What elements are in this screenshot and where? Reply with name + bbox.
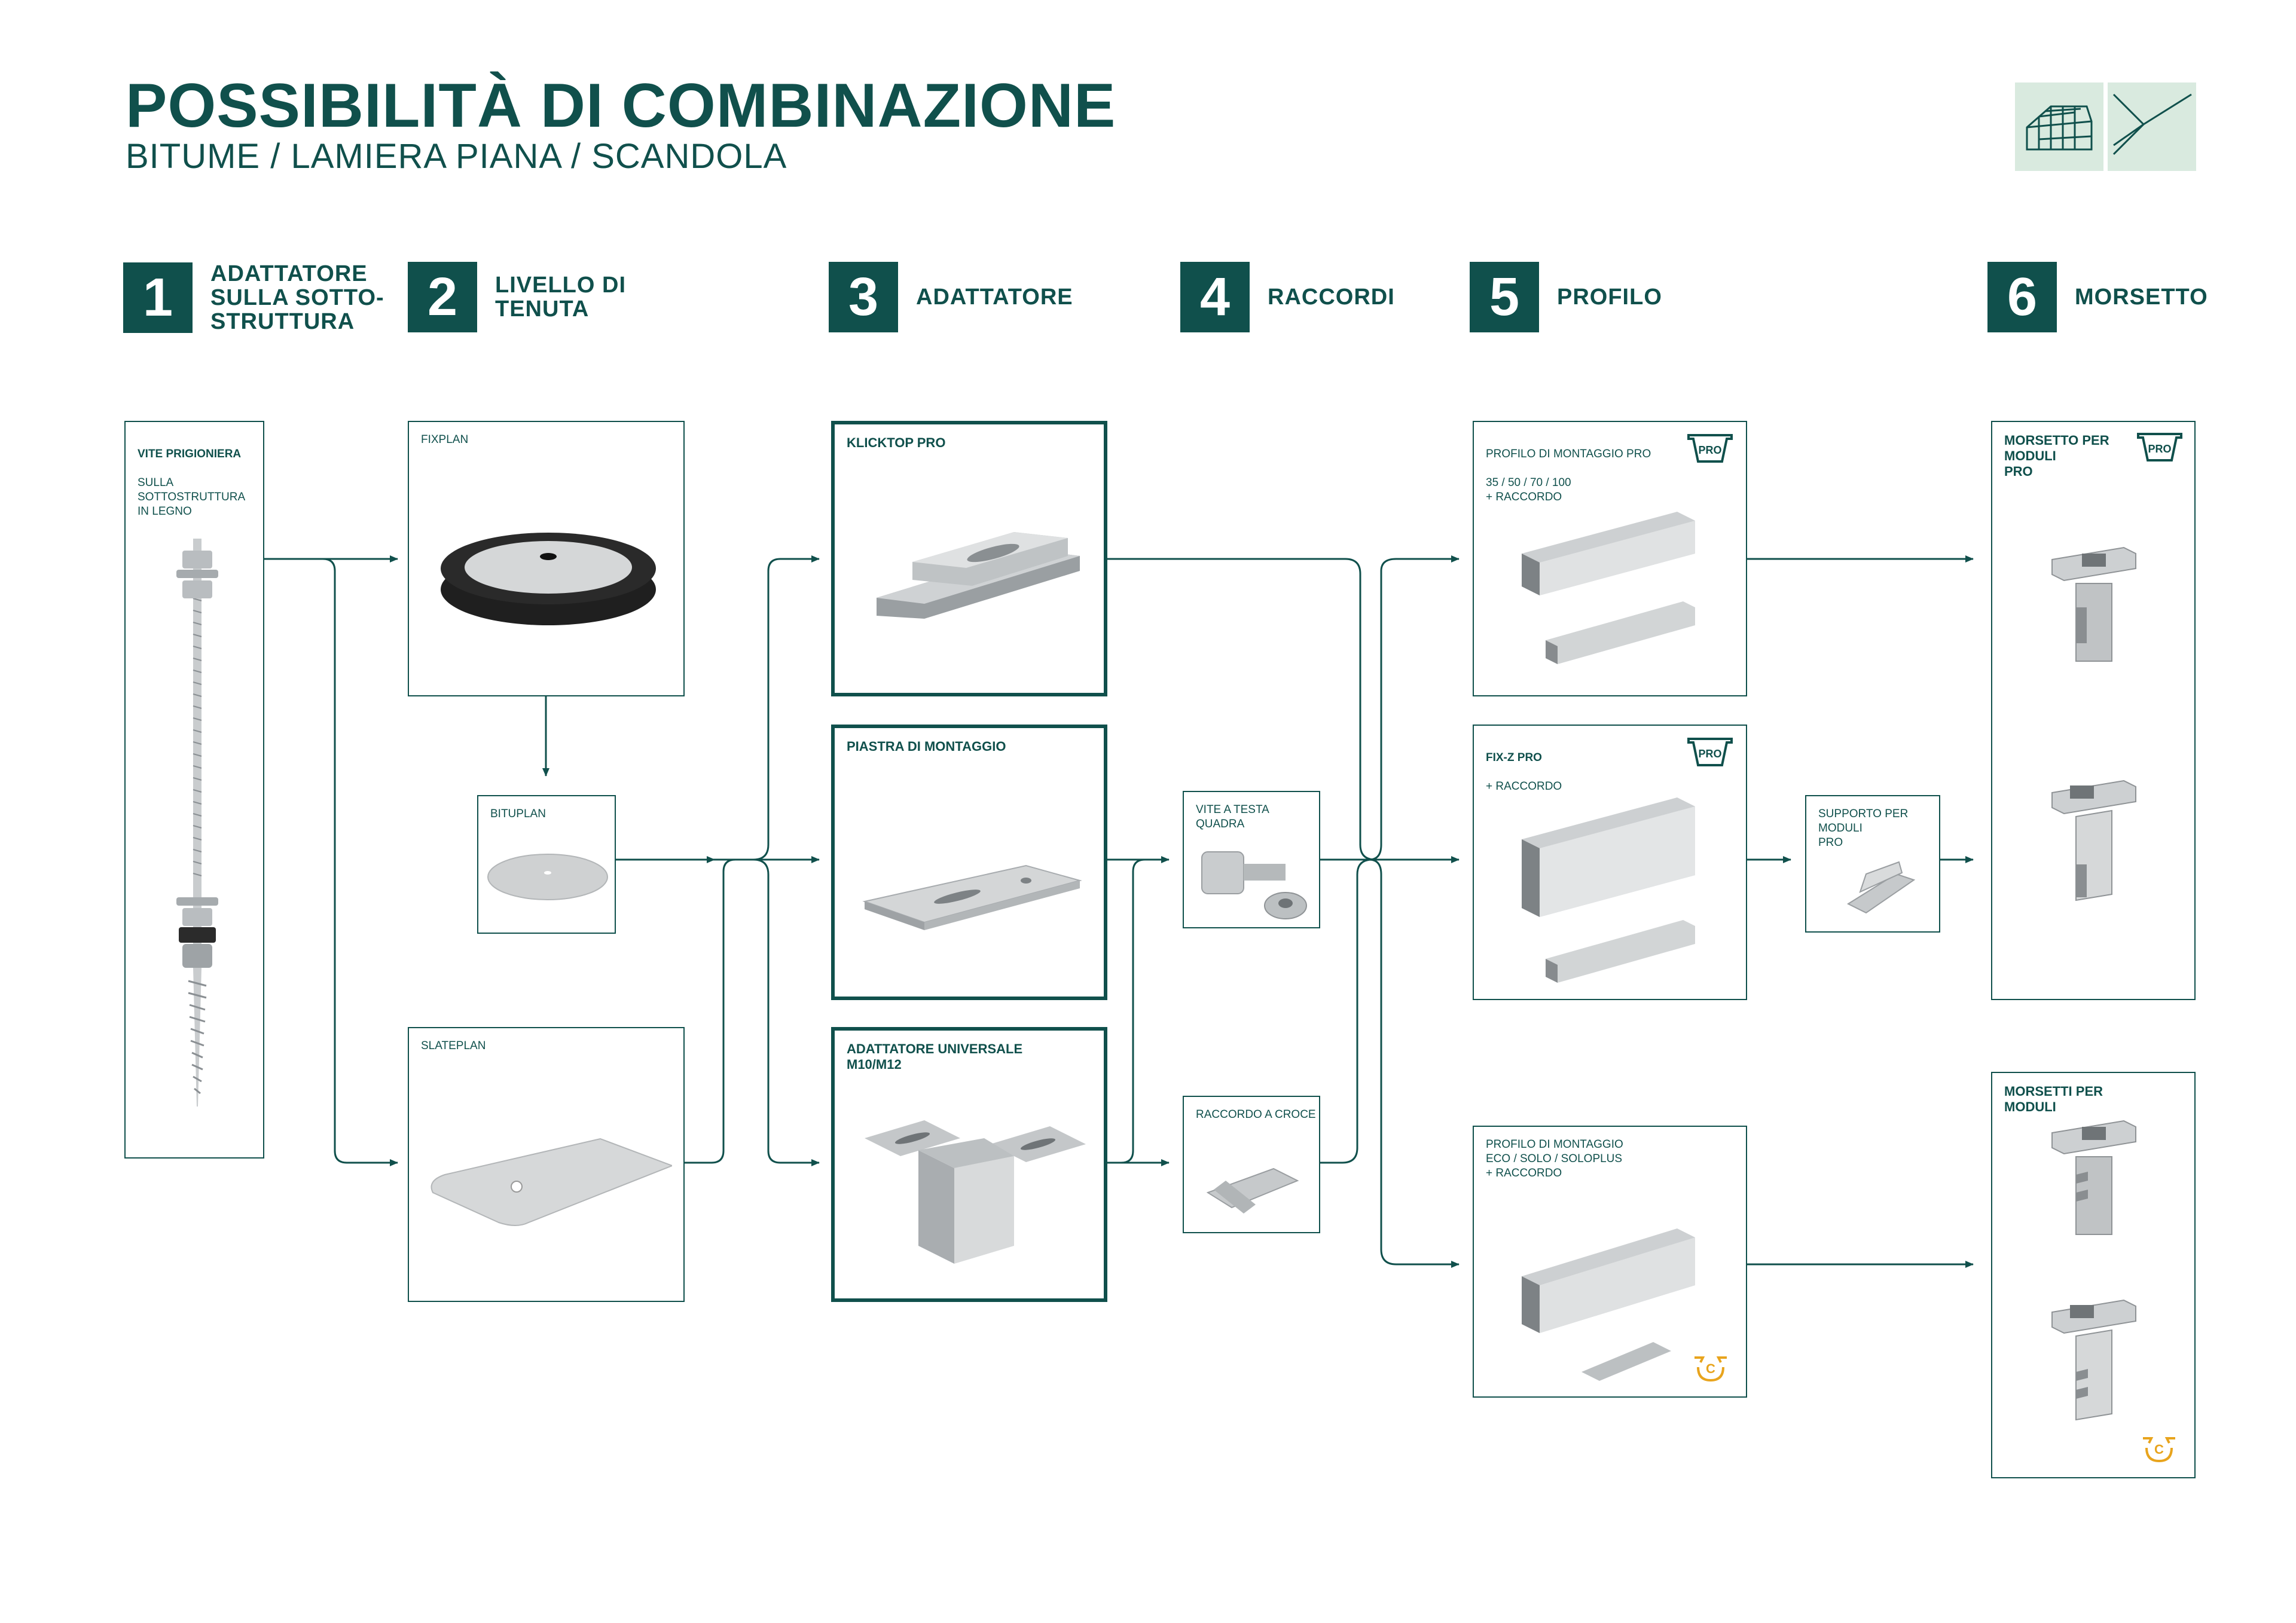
bituplan-card[interactable]: BITUPLAN [477,795,616,934]
c-badge-text: C [2154,1442,2164,1457]
slateplan-card[interactable]: SLATEPLAN [408,1027,685,1302]
card-title: VITE A TESTA QUADRA [1196,803,1269,830]
card-title: VITE PRIGIONIERA [138,448,242,460]
page-title: POSSIBILITÀ DI COMBINAZIONE [126,71,1116,140]
card-title: RACCORDO A CROCE [1196,1108,1316,1121]
step-label: LIVELLO DI TENUTA [495,273,626,322]
step-3-header: 3 ADATTATORE [829,262,1073,332]
step-number: 3 [829,262,898,332]
pro-badge-text: PRO [1698,444,1721,456]
profile-rails-image [1522,512,1695,664]
step-number: 5 [1470,262,1539,332]
step-2-header: 2 LIVELLO DI TENUTA [408,262,626,332]
c-badge-text: C [1706,1361,1715,1376]
cross-connector-image [1206,1167,1299,1214]
piastra-montaggio-card[interactable]: PIASTRA DI MONTAGGIO [831,725,1107,1000]
step-1-header: 1 ADATTATORE SULLA SOTTO- STRUTTURA [123,262,384,334]
step-number: 6 [1987,262,2057,332]
eco-end-clamp-image [2051,1299,2136,1421]
fixplan-image [441,533,656,625]
profilo-montaggio-eco-card[interactable]: PROFILO DI MONTAGGIO ECO / SOLO / SOLOPL… [1473,1126,1747,1398]
card-title: BITUPLAN [490,808,546,820]
fixz-rails-image [1522,797,1695,983]
c-badge-icon: C [2138,1430,2180,1469]
card-subtitle: 35 / 50 / 70 / 100 + RACCORDO [1486,476,1571,503]
card-title: KLICKTOP PRO [847,435,946,450]
card-subtitle: SULLA SOTTOSTRUTTURA IN LEGNO [138,476,246,518]
card-title: ADATTATORE UNIVERSALE M10/M12 [847,1041,1023,1072]
pro-badge-text: PRO [2148,443,2171,455]
eco-rails-image [1522,1228,1695,1381]
raccordo-croce-card[interactable]: RACCORDO A CROCE [1183,1096,1320,1233]
klicktop-image [877,532,1080,619]
klicktop-pro-card[interactable]: KLICKTOP PRO [831,421,1107,696]
pro-badge-icon: PRO [2136,430,2184,467]
card-title: PROFILO DI MONTAGGIO PRO [1486,448,1651,460]
middle-clamp-image [2051,546,2136,662]
page-subtitle: BITUME / LAMIERA PIANA / SCANDOLA [126,137,787,176]
fixplan-card[interactable]: FIXPLAN [408,421,685,696]
roof-icon [2015,82,2103,171]
pro-badge-icon: PRO [1686,432,1734,468]
universal-adapter-image [865,1120,1086,1264]
morsetti-moduli-card[interactable]: MORSETTI PER MODULI C [1991,1072,2196,1478]
c-badge-icon: C [1690,1349,1732,1388]
card-title: FIX-Z PRO [1486,751,1542,764]
step-number: 1 [123,262,193,333]
step-label: PROFILO [1557,285,1662,310]
card-title: MORSETTI PER MODULI [2004,1084,2103,1114]
supporto-moduli-card[interactable]: SUPPORTO PER MODULI PRO [1805,795,1940,933]
step-label: ADATTATORE SULLA SOTTO- STRUTTURA [210,261,384,334]
stud-screw-image [176,539,218,1107]
fix-z-pro-card[interactable]: FIX-Z PRO + RACCORDO PRO [1473,725,1747,1000]
support-image [1846,861,1916,914]
card-title: PROFILO DI MONTAGGIO ECO / SOLO / SOLOPL… [1486,1138,1623,1179]
card-title: SUPPORTO PER MODULI PRO [1818,808,1909,849]
adattatore-universale-card[interactable]: ADATTATORE UNIVERSALE M10/M12 [831,1027,1107,1302]
step-6-header: 6 MORSETTO [1987,262,2208,332]
card-title: FIXPLAN [421,433,469,446]
bituplan-image [487,854,608,900]
step-4-header: 4 RACCORDI [1180,262,1395,332]
step-number: 2 [408,262,477,332]
step-label: ADATTATORE [916,285,1073,310]
vite-testa-quadra-card[interactable]: VITE A TESTA QUADRA [1183,791,1320,928]
card-subtitle: + RACCORDO [1486,780,1562,793]
step-number: 4 [1180,262,1250,332]
slateplan-image [430,1138,672,1226]
card-title: SLATEPLAN [421,1040,486,1052]
card-title: PIASTRA DI MONTAGGIO [847,739,1006,754]
eco-middle-clamp-image [2051,1120,2136,1235]
mounting-plate-image [862,864,1082,930]
pro-badge-text: PRO [1698,748,1721,760]
square-bolt-image [1201,851,1307,919]
pro-badge-icon: PRO [1686,735,1734,772]
step-label: RACCORDI [1268,285,1395,310]
card-title: MORSETTO PER MODULI PRO [2004,433,2109,479]
step-label: MORSETTO [2075,285,2208,310]
morsetto-pro-card[interactable]: MORSETTO PER MODULI PRO PRO [1991,421,2196,1000]
vite-prigioniera-card[interactable]: VITE PRIGIONIERA SULLA SOTTOSTRUTTURA IN… [124,421,264,1159]
end-clamp-image [2051,780,2136,901]
flat-roof-icon [2108,82,2196,171]
step-5-header: 5 PROFILO [1470,262,1662,332]
profilo-montaggio-pro-card[interactable]: PROFILO DI MONTAGGIO PRO 35 / 50 / 70 / … [1473,421,1747,696]
